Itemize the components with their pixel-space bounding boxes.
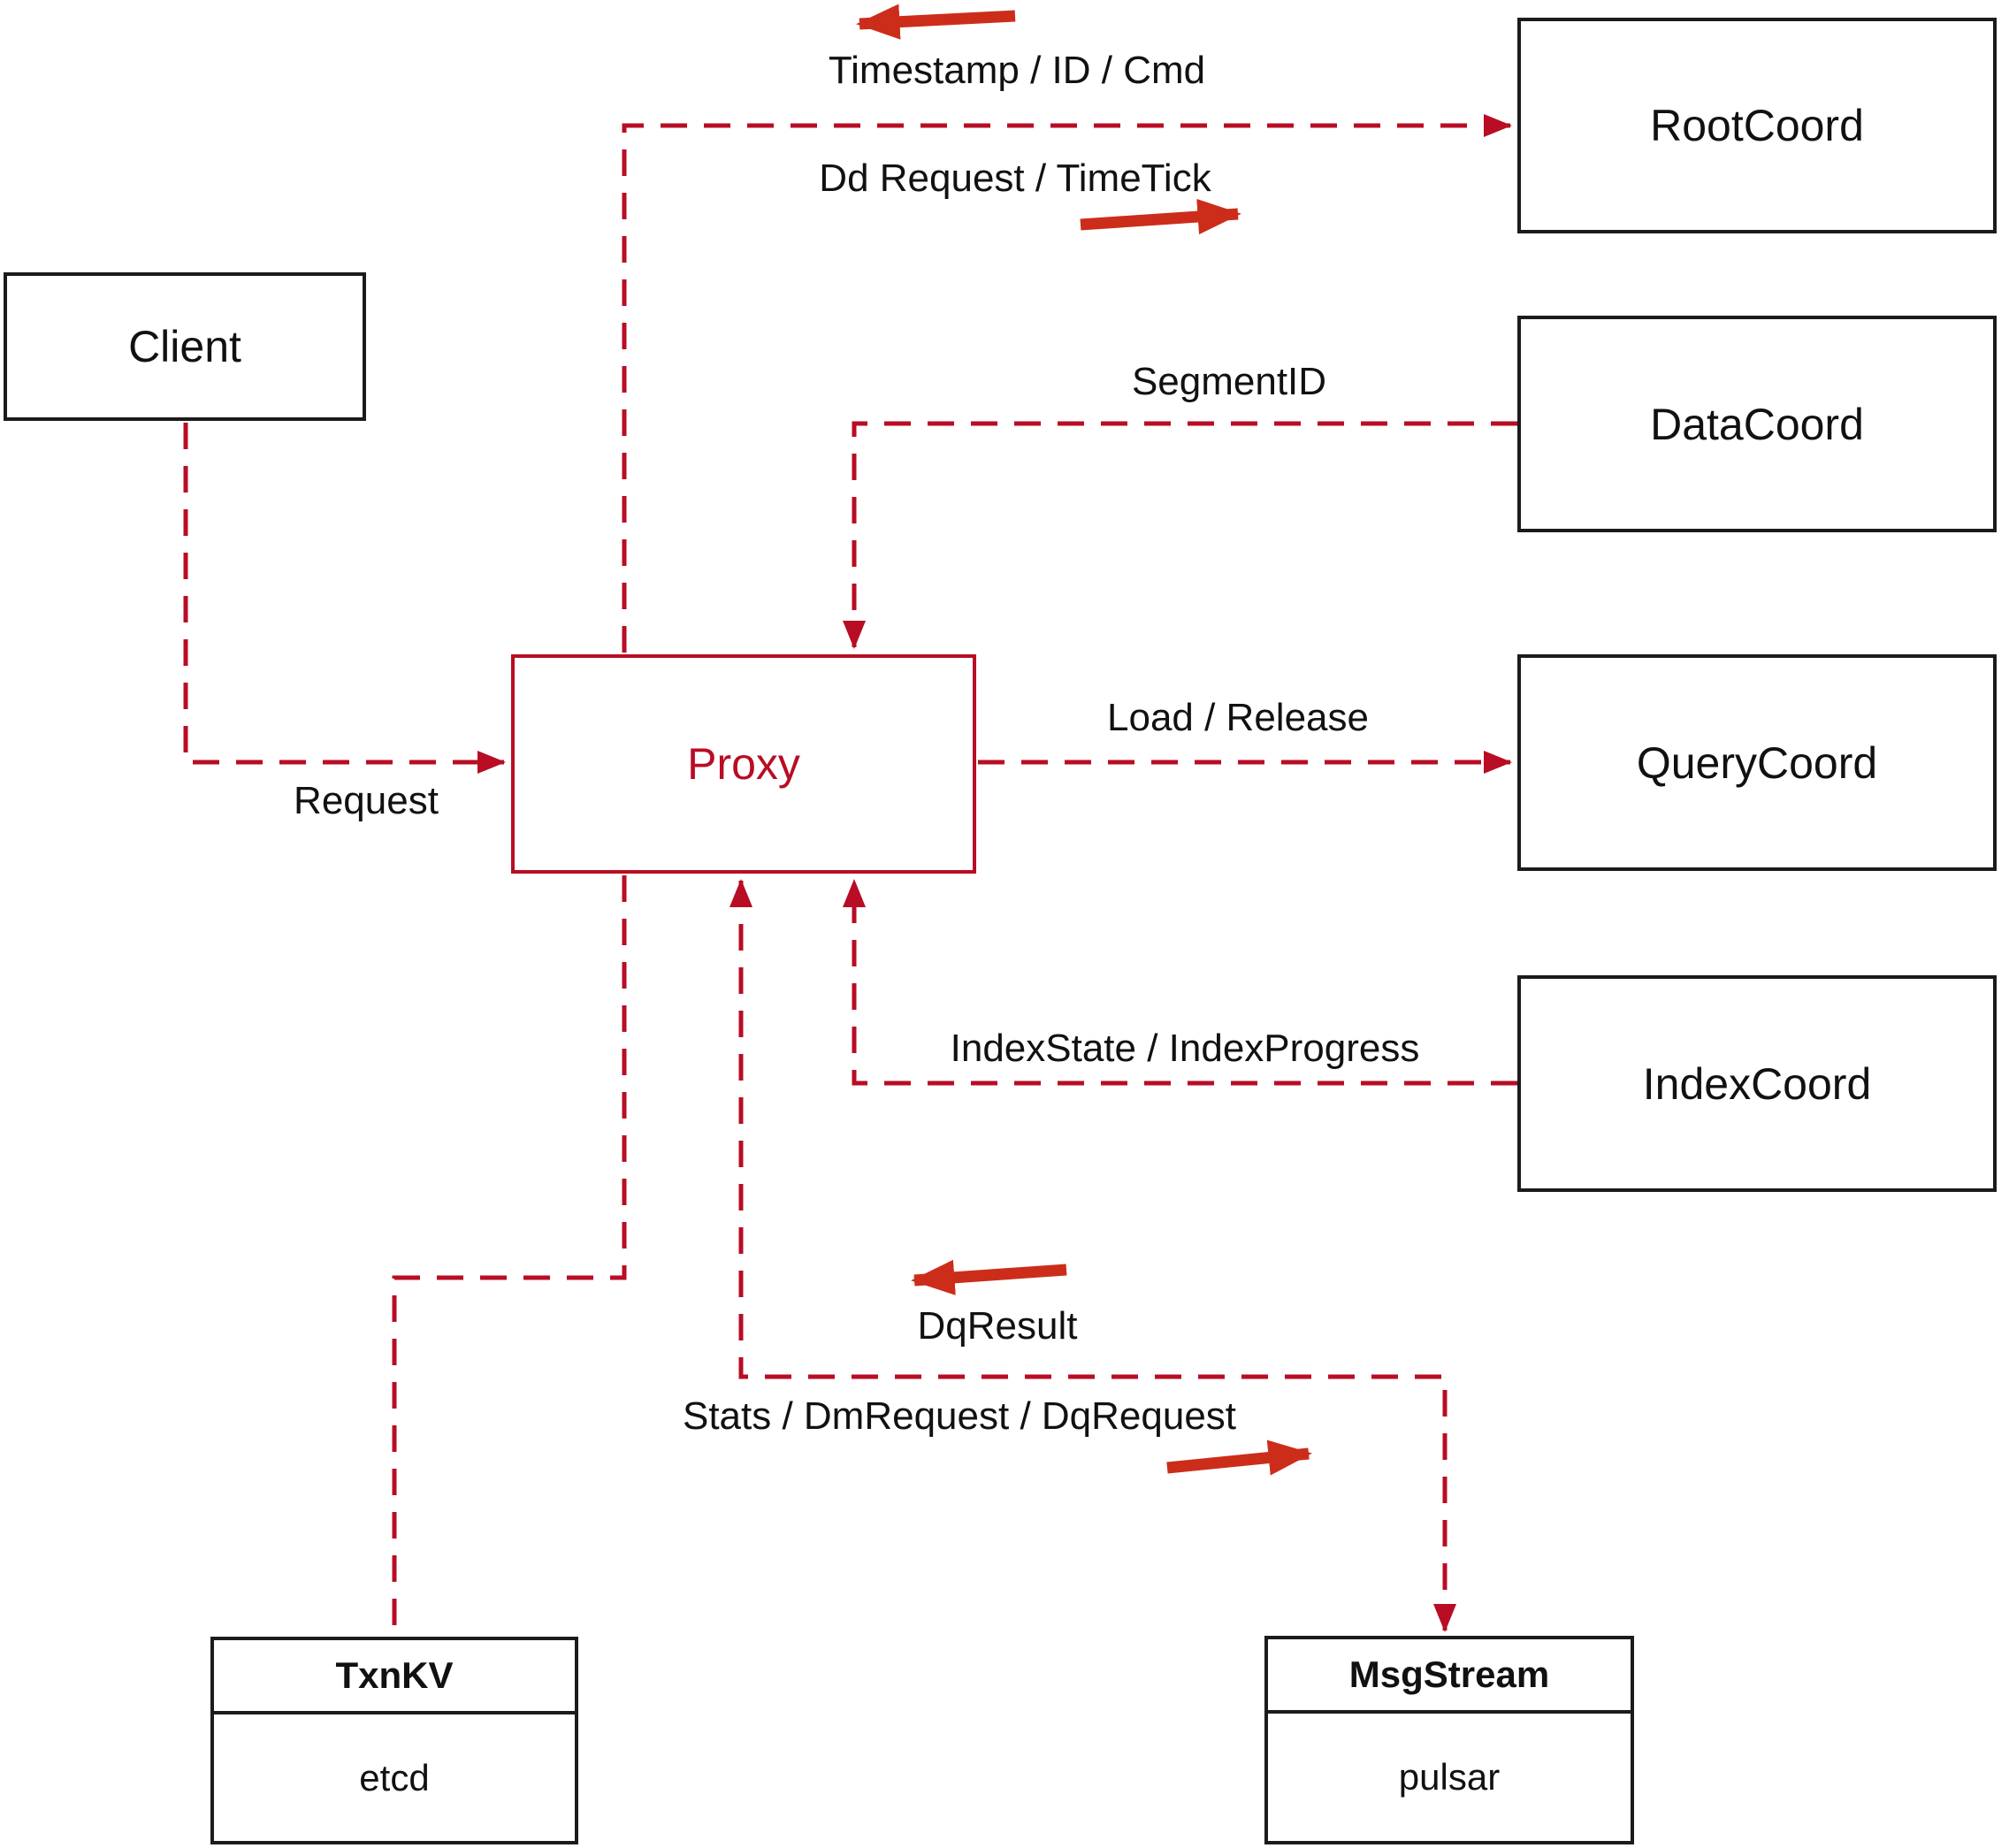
edge-label-dq-result: DqResult xyxy=(917,1304,1078,1348)
edge-label-request: Request xyxy=(294,779,439,822)
node-proxy: Proxy xyxy=(511,654,976,874)
edge-label-timestamp-id-cmd: Timestamp / ID / Cmd xyxy=(828,49,1206,92)
node-msgstream-title: MsgStream xyxy=(1268,1639,1631,1714)
edge-datacoord-to-proxy xyxy=(842,421,1517,649)
arrow-right-icon xyxy=(1166,1439,1312,1476)
node-msgstream-impl: pulsar xyxy=(1398,1756,1501,1798)
edge-label-dd-request-timetick: Dd Request / TimeTick xyxy=(819,157,1211,200)
node-querycoord-label: QueryCoord xyxy=(1636,737,1878,788)
node-client-label: Client xyxy=(128,322,241,371)
edge-proxy-to-rootcoord xyxy=(622,114,1512,653)
edge-label-stats-dm-dq: Stats / DmRequest / DqRequest xyxy=(682,1394,1237,1438)
edge-label-segment-id: SegmentID xyxy=(1131,360,1327,403)
node-querycoord: QueryCoord xyxy=(1517,654,1997,871)
node-datacoord: DataCoord xyxy=(1517,316,1997,532)
arrow-right-icon xyxy=(1080,198,1241,235)
node-datacoord-label: DataCoord xyxy=(1650,399,1864,449)
arrow-left-icon xyxy=(856,4,1016,40)
arrow-left-icon xyxy=(911,1259,1067,1295)
node-msgstream: MsgStream pulsar xyxy=(1264,1636,1634,1844)
node-client: Client xyxy=(4,272,366,421)
edge-client-to-proxy xyxy=(183,423,506,775)
edge-label-index-state: IndexState / IndexProgress xyxy=(950,1027,1420,1070)
node-indexcoord: IndexCoord xyxy=(1517,975,1997,1192)
node-rootcoord: RootCoord xyxy=(1517,18,1997,233)
edge-proxy-msgstream xyxy=(730,879,1456,1632)
node-proxy-label: Proxy xyxy=(687,739,800,789)
node-indexcoord-label: IndexCoord xyxy=(1642,1058,1872,1109)
node-txnkv-title: TxnKV xyxy=(214,1640,575,1714)
edge-proxy-to-txnkv xyxy=(392,875,627,1635)
edge-label-load-release: Load / Release xyxy=(1107,696,1369,739)
node-txnkv-impl: etcd xyxy=(359,1756,430,1798)
node-rootcoord-label: RootCoord xyxy=(1650,101,1864,150)
node-txnkv: TxnKV etcd xyxy=(210,1637,578,1844)
